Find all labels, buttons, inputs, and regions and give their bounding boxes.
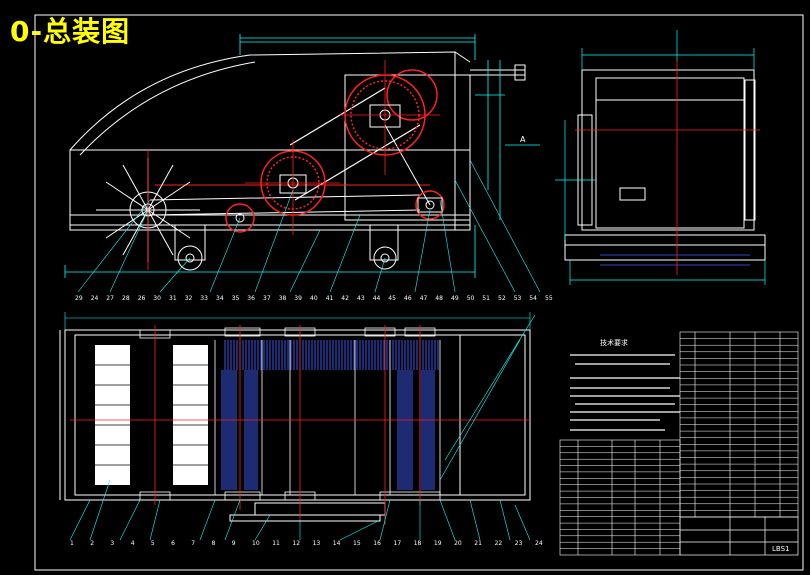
bottom-callout-16: 17 (394, 540, 402, 547)
top-callout-10: 35 (232, 295, 240, 302)
bottom-callout-18: 19 (434, 540, 442, 547)
drawing-title: 0-总装图 (10, 15, 131, 48)
front-leaders (77, 159, 541, 293)
top-callout-25: 50 (467, 295, 475, 302)
top-callout-5: 30 (153, 295, 161, 302)
ground-wheels (177, 245, 397, 271)
sheet-border (34, 14, 804, 571)
belt-upper (289, 87, 386, 146)
bottom-callout-9: 10 (252, 540, 260, 547)
hood-arc (69, 51, 471, 151)
pulleys (225, 69, 445, 233)
bottom-callout-11: 12 (292, 540, 300, 547)
bottom-callout-4: 5 (151, 540, 155, 547)
gearbox-housing (344, 74, 471, 221)
side-hatch (600, 254, 750, 266)
bottom-callout-20: 21 (474, 540, 482, 547)
bottom-callout-2: 3 (110, 540, 114, 547)
bottom-callout-0: 1 (70, 540, 74, 547)
plan-centerlines (70, 325, 530, 525)
section-label: A (520, 135, 526, 144)
belt-lower (294, 124, 421, 201)
bottom-callout-10: 11 (272, 540, 280, 547)
bottom-callout-13: 14 (333, 540, 341, 547)
top-callout-0: 29 (75, 295, 83, 302)
front-view (69, 51, 526, 261)
side-centerlines (575, 60, 760, 275)
plan-dimensions (64, 312, 536, 541)
part-number: LBS1 (772, 545, 789, 553)
top-callouts-group: 29 24 27 28 26 30 31 32 33 34 35 36 37 38 39 40 41 42 43 44… (75, 295, 553, 302)
top-callout-20: 45 (388, 295, 396, 302)
top-callout-21: 46 (404, 295, 412, 302)
top-callout-27: 52 (498, 295, 506, 302)
top-callout-2: 27 (106, 295, 114, 302)
plan-structure (139, 327, 441, 501)
top-callout-7: 32 (185, 295, 193, 302)
front-dimensions (64, 34, 540, 278)
side-view (564, 69, 766, 261)
reel-block-lines (95, 364, 208, 466)
bottom-callout-8: 9 (232, 540, 236, 547)
bottom-callout-6: 7 (191, 540, 195, 547)
top-callout-11: 36 (247, 295, 255, 302)
top-callout-1: 24 (91, 295, 99, 302)
side-frame (581, 69, 755, 231)
top-callout-29: 54 (529, 295, 537, 302)
pulley-tension (415, 190, 445, 220)
bottom-callout-3: 4 (131, 540, 135, 547)
hood-arc-inner (79, 61, 256, 156)
bottom-callout-7: 8 (212, 540, 216, 547)
tech-req-title: 技术要求 (600, 338, 628, 347)
top-callout-24: 49 (451, 295, 459, 302)
top-callout-16: 41 (326, 295, 334, 302)
title-block (679, 516, 799, 556)
bottom-callout-21: 22 (495, 540, 503, 547)
top-callout-30: 55 (545, 295, 553, 302)
hatched-conveyor (221, 340, 439, 490)
side-dimensions (555, 30, 766, 285)
main-frame (69, 149, 471, 231)
top-callout-19: 44 (373, 295, 381, 302)
pulley-top-right (386, 69, 438, 121)
bottom-callout-12: 13 (313, 540, 321, 547)
bottom-callout-23: 24 (535, 540, 543, 547)
top-callout-18: 43 (357, 295, 365, 302)
top-callout-4: 26 (138, 295, 146, 302)
bottom-callout-15: 16 (373, 540, 381, 547)
bottom-callout-1: 2 (90, 540, 94, 547)
bottom-callout-22: 23 (515, 540, 523, 547)
tech-notes-lines (570, 354, 680, 431)
top-callout-15: 40 (310, 295, 318, 302)
top-callout-3: 28 (122, 295, 130, 302)
top-callout-23: 48 (435, 295, 443, 302)
top-callout-6: 31 (169, 295, 177, 302)
bottom-callout-5: 6 (171, 540, 175, 547)
top-callout-13: 38 (279, 295, 287, 302)
top-callout-12: 37 (263, 295, 271, 302)
top-callout-9: 34 (216, 295, 224, 302)
top-callout-28: 53 (514, 295, 522, 302)
reel-blocks (95, 345, 208, 485)
pulley-small (225, 203, 255, 233)
top-callout-17: 42 (341, 295, 349, 302)
top-callout-14: 39 (294, 295, 302, 302)
top-callout-8: 33 (200, 295, 208, 302)
top-callout-26: 51 (482, 295, 490, 302)
bottom-callout-14: 15 (353, 540, 361, 547)
bottom-callout-19: 20 (454, 540, 462, 547)
top-callout-22: 47 (420, 295, 428, 302)
bottom-callout-17: 18 (414, 540, 422, 547)
